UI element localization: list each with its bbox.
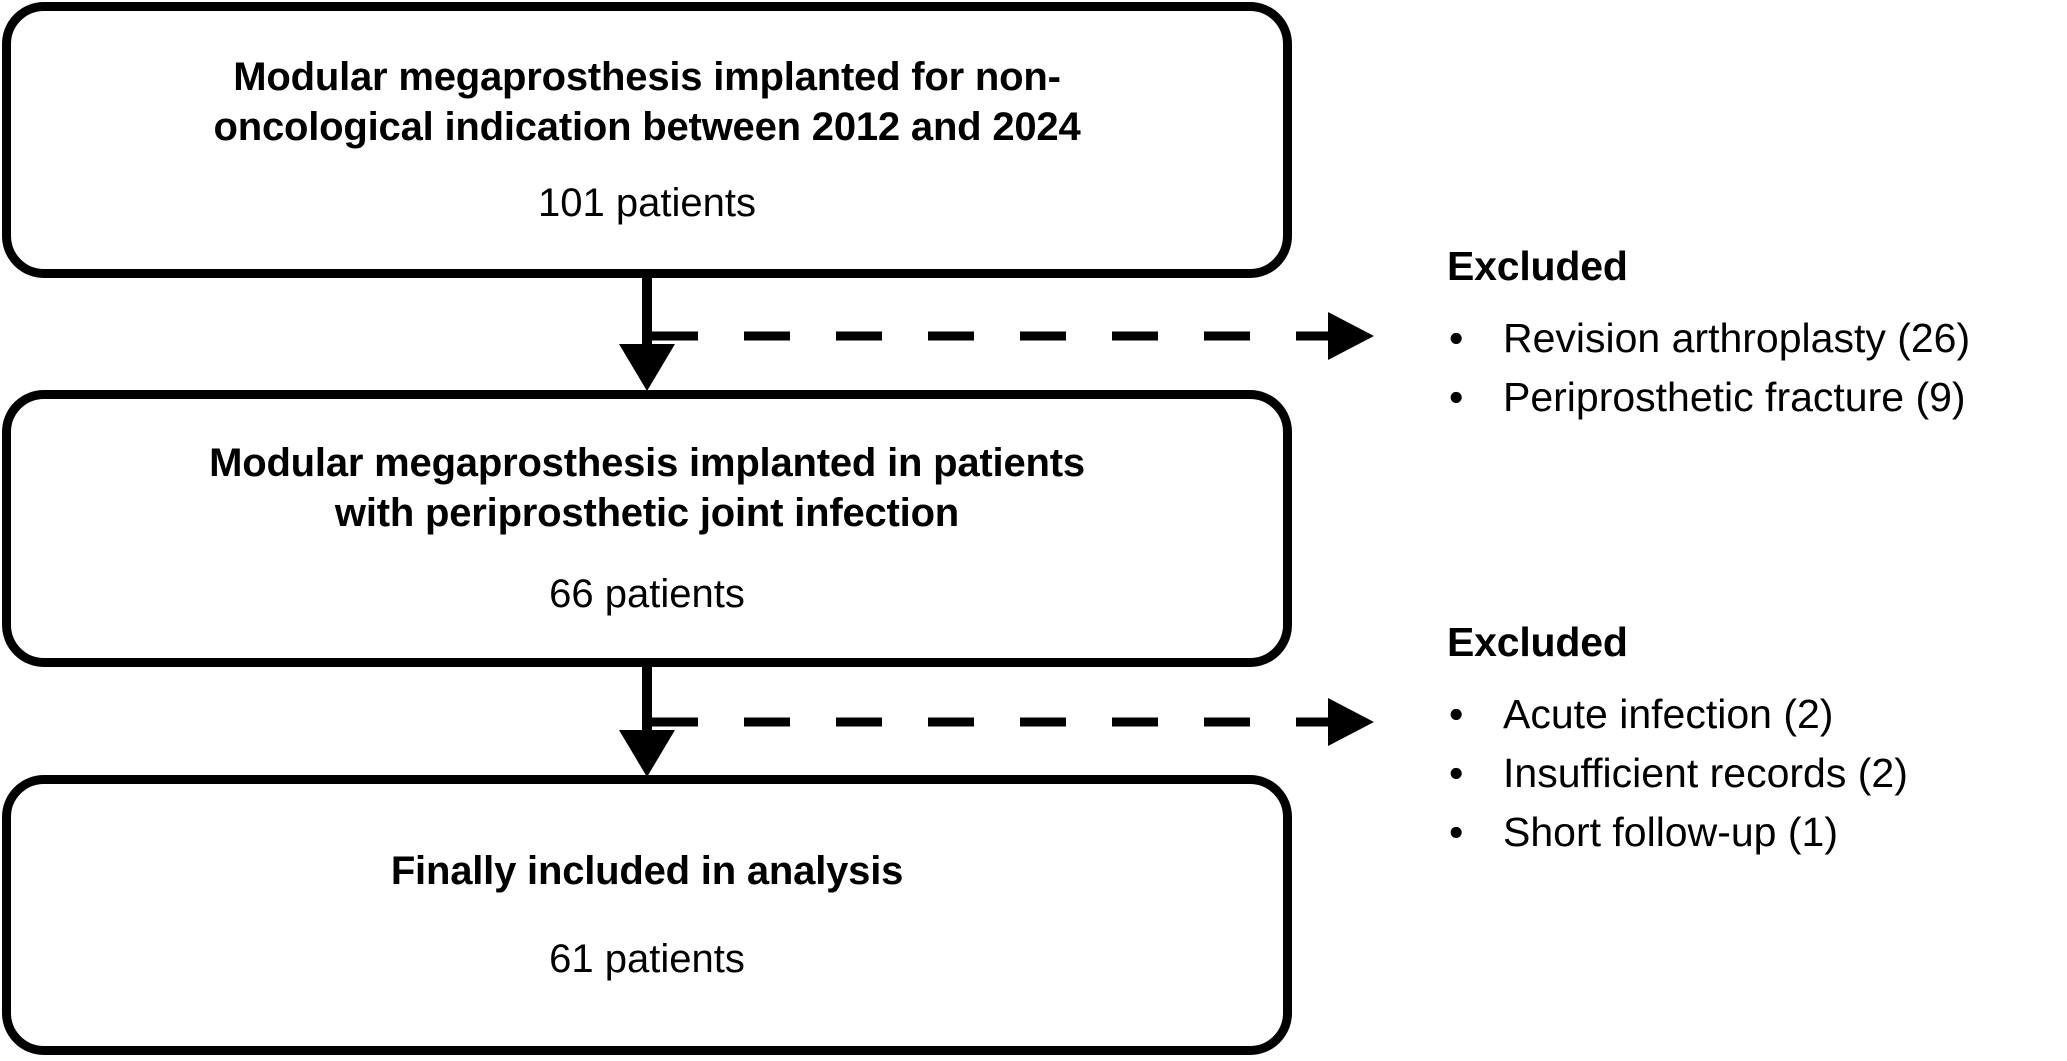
- exclusion-arrow-2: [652, 698, 1374, 746]
- flow-box-title: Modular megaprosthesis implanted for non…: [213, 55, 1081, 149]
- exclusion-item-label: Short follow-up (1): [1503, 809, 1838, 856]
- bullet-icon: •: [1449, 374, 1464, 421]
- flow-box-title: Finally included in analysis: [390, 849, 904, 894]
- flow-box-cohort-screened: Modular megaprosthesis implanted for non…: [2, 2, 1292, 278]
- bullet-icon: •: [1449, 691, 1464, 737]
- flow-arrow-1: [619, 278, 675, 391]
- flow-box-cohort-final: Finally included in analysis 61 patients: [2, 775, 1292, 1055]
- list-item: • Acute infection (2): [1447, 685, 2067, 744]
- list-item: • Revision arthroplasty (26): [1447, 309, 2067, 368]
- bullet-icon: •: [1449, 315, 1464, 361]
- bullet-icon: •: [1449, 750, 1464, 797]
- exclusion-item-label: Insufficient records (2): [1503, 750, 1908, 797]
- flow-arrow-2: [619, 667, 675, 777]
- list-item: • Short follow-up (1): [1447, 803, 2067, 862]
- flow-box-count: 101 patients: [538, 180, 756, 225]
- flow-box-title: Modular megaprosthesis implanted in pati…: [209, 440, 1085, 535]
- exclusion-heading: Excluded: [1447, 619, 1628, 665]
- list-item: • Periprosthetic fracture (9): [1447, 368, 2067, 427]
- list-item: • Insufficient records (2): [1447, 744, 2067, 803]
- exclusion-item-label: Periprosthetic fracture (9): [1503, 374, 1966, 421]
- exclusion-list: • Acute infection (2) • Insufficient rec…: [1447, 685, 2067, 862]
- exclusion-group-2: Excluded • Acute infection (2) • Insuffi…: [1447, 622, 2067, 862]
- exclusion-heading: Excluded: [1447, 243, 1628, 289]
- exclusion-group-1: Excluded • Revision arthroplasty (26) • …: [1447, 246, 2067, 427]
- exclusion-arrow-1: [652, 312, 1374, 360]
- exclusion-item-label: Acute infection (2): [1503, 691, 1834, 737]
- flow-box-count: 61 patients: [549, 936, 745, 981]
- flow-box-count: 66 patients: [549, 572, 745, 617]
- flow-box-cohort-pji: Modular megaprosthesis implanted in pati…: [2, 390, 1292, 667]
- exclusion-list: • Revision arthroplasty (26) • Periprost…: [1447, 309, 2067, 427]
- bullet-icon: •: [1449, 809, 1464, 856]
- exclusion-item-label: Revision arthroplasty (26): [1503, 315, 1971, 361]
